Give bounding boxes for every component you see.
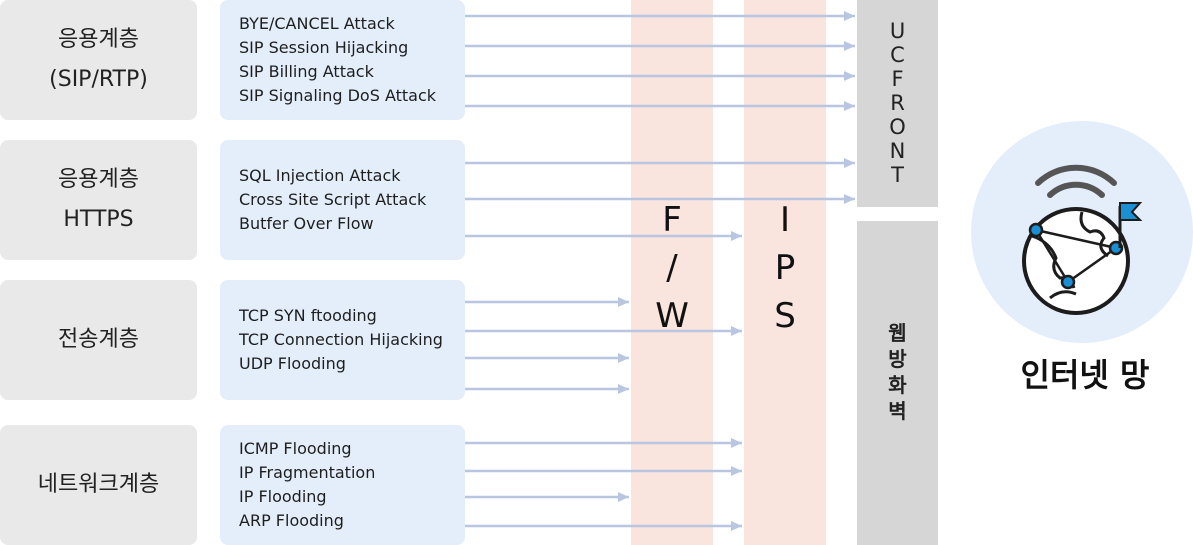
attack-item: TCP SYN ftooding [239, 306, 377, 325]
attack-item: SIP Signaling DoS Attack [239, 86, 437, 105]
vertical-char: R [890, 91, 905, 115]
internet-label: 인터넷 망 [1020, 356, 1150, 394]
vertical-char: O [889, 115, 906, 139]
layer-app-sip: 응용계층 (SIP/RTP) [0, 0, 197, 120]
attack-item: IP Fragmentation [239, 463, 376, 482]
attack-item: BYE/CANCEL Attack [239, 14, 395, 33]
attack-item: Cross Site Script Attack [239, 190, 427, 209]
globe-wifi-flag-icon [1022, 164, 1143, 315]
attack-list-https: SQL Injection Attack Cross Site Script A… [220, 140, 465, 260]
vertical-char: 벽 [888, 399, 907, 423]
vertical-char: T [891, 163, 904, 187]
vertical-char: 웹 [888, 321, 907, 345]
vertical-char: 방 [888, 347, 907, 371]
attack-item: SIP Session Hijacking [239, 38, 409, 57]
firewall-band [631, 0, 713, 545]
web-firewall-box [857, 221, 938, 545]
ips-label: I P S [774, 200, 796, 336]
attack-item: SQL Injection Attack [239, 166, 401, 185]
attack-item: ARP Flooding [239, 511, 344, 530]
vertical-char: 화 [888, 373, 907, 397]
firewall-label: F / W [655, 200, 689, 336]
attack-item: SIP Billing Attack [239, 62, 374, 81]
ips-band [744, 0, 826, 545]
vertical-char: N [889, 139, 906, 163]
attack-item: ICMP Flooding [239, 439, 352, 458]
attack-list-network: ICMP Flooding IP Fragmentation IP Floodi… [220, 425, 465, 545]
vertical-char: U [889, 19, 906, 43]
vertical-char: C [890, 43, 905, 67]
attack-list-sip: BYE/CANCEL Attack SIP Session Hijacking … [220, 0, 465, 120]
layer-network: 네트워크계층 [0, 425, 197, 545]
attack-list-transport: TCP SYN ftooding TCP Connection Hijackin… [220, 280, 465, 400]
attack-item: Butfer Over Flow [239, 214, 374, 233]
ucfront-box [857, 0, 938, 207]
attack-item: TCP Connection Hijacking [239, 330, 443, 349]
layer-app-https: 응용계층 HTTPS [0, 140, 197, 260]
layer-transport: 전송계층 [0, 280, 197, 400]
attack-item: IP Flooding [239, 487, 327, 506]
attack-item: UDP Flooding [239, 354, 346, 373]
vertical-char: F [891, 67, 904, 91]
